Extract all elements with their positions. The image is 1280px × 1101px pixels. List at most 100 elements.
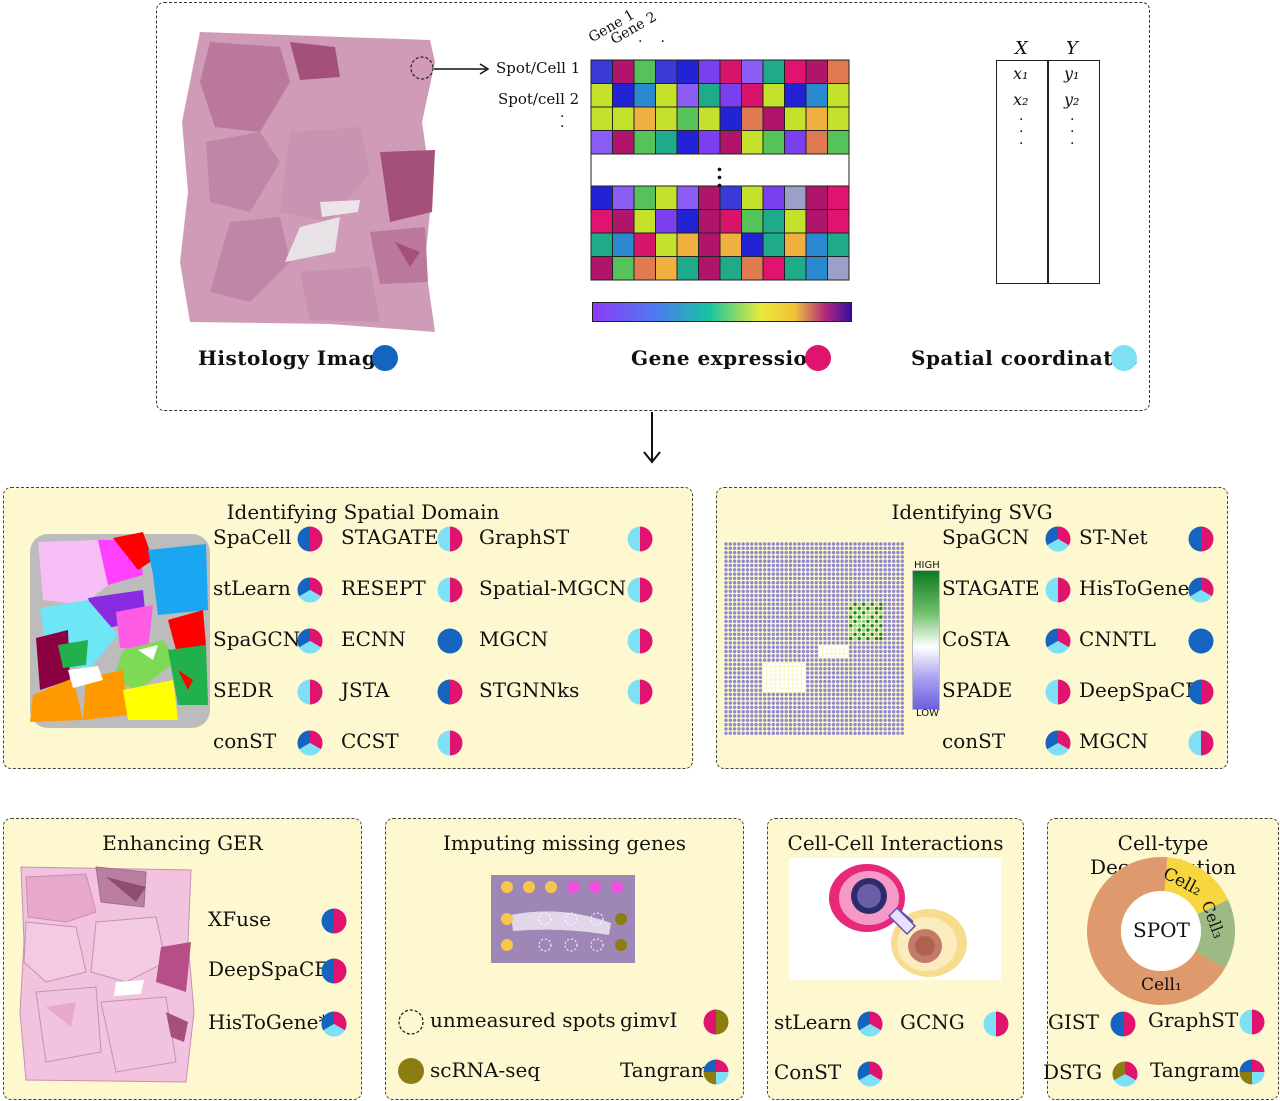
method-label-costa: CoSTA [942,627,1010,651]
spatial-gene-indicator-icon [437,577,463,603]
method-label-sedr: SEDR [213,678,273,702]
method-label-ecnn: ECNN [341,627,406,651]
spatial-gene-indicator-icon [627,526,653,552]
method-label-jsta: JSTA [341,678,390,702]
gene-expression-dot [805,345,831,371]
histology-gene-indicator-icon [1110,1011,1136,1037]
histology-gene-indicator-icon [1188,679,1214,705]
svg-high-label: HIGH [914,560,940,571]
histology-image-label: Histology Image [198,346,390,370]
method-label-histogene: HisToGene [1079,576,1190,600]
spot-label: SPOT [1133,918,1190,942]
method-label-stagate: STAGATE [341,525,439,549]
gene-scrna-indicator-icon [703,1009,729,1035]
down-arrow [643,412,661,464]
spatial-domain-map [30,532,210,728]
histology-indicator-icon [437,628,463,654]
method-label-dstg: DSTG [1043,1060,1103,1084]
coord-y-ellipsis: ... [1070,108,1075,148]
histology-spatial-gene-indicator-icon [1045,730,1071,756]
method-label-cnntl: CNNTL [1079,627,1156,651]
unmeasured-spot-icon [398,1009,424,1035]
svg-low-label: LOW [916,708,939,719]
method-label-spatial-mgcn: Spatial-MGCN [479,576,627,600]
coord-y1: y₁ [1064,64,1080,83]
histology-spatial-gene-indicator-icon [1045,526,1071,552]
spatial-gene-indicator-icon [627,577,653,603]
spatial-gene-indicator-icon [1045,679,1071,705]
method-label-gist: GIST [1048,1010,1099,1034]
spatial-coordinates-label: Spatial coordinates [911,346,1138,370]
impute-spots-image [491,875,635,963]
histology-tissue-image [180,32,435,332]
method-label-spacell: SpaCell [213,525,292,549]
method-label-graphst: GraphST [479,525,570,549]
method-label-const: ConST [774,1060,842,1084]
spatial-gene-indicator-icon [437,730,463,756]
method-label-spade: SPADE [942,678,1013,702]
gene-expression-label: Gene expression [631,346,823,370]
four-part-indicator-icon [703,1059,729,1085]
coord-x1: x₁ [1013,64,1029,83]
spot-arrow [434,63,490,75]
spatial-coordinates-dot [1111,345,1137,371]
svg-spot-map [724,542,904,735]
method-label-resept: RESEPT [341,576,426,600]
unmeasured-spots-label: unmeasured spots [430,1008,616,1032]
spatial-domain-title: Identifying Spatial Domain [226,500,500,524]
histology-spatial-gene-indicator-icon [1188,577,1214,603]
coord-y-header: Y [1066,38,1078,59]
spot-cell-2-label: Spot/cell 2 [498,90,580,108]
spatial-gene-indicator-icon [627,628,653,654]
matrix-gap-ellipsis: ... [716,152,723,192]
histology-indicator-icon [1188,628,1214,654]
method-label-spagcn: SpaGCN [942,525,1030,549]
histology-gene-indicator-icon [437,679,463,705]
histology-gene-indicator-icon [321,908,347,934]
row-ellipsis: .. [560,105,565,131]
histology-dot [372,345,398,371]
histology-spatial-gene-indicator-icon [1045,628,1071,654]
scrna-seq-label: scRNA-seq [430,1058,541,1082]
histology-spatial-gene-indicator-icon [321,1011,347,1037]
histology-spatial-gene-indicator-icon [297,628,323,654]
method-label-tangram: Tangram [1150,1058,1240,1082]
coordinates-table [996,60,1100,284]
method-label-spagcn: SpaGCN [213,627,301,651]
method-label-gcng: GCNG [900,1010,965,1034]
method-label-gimvi: gimvI [620,1008,678,1032]
coord-x2: x₂ [1013,90,1029,109]
histology-spatial-gene-indicator-icon [297,577,323,603]
svg-panel: Identifying SVG [716,487,1228,769]
coord-y2: y₂ [1064,90,1080,109]
expression-colorbar [592,302,852,322]
cell-interaction-image [789,858,1001,980]
histology-spatial-gene-indicator-icon [297,730,323,756]
svg-title: Identifying SVG [891,500,1053,524]
gene-expression-matrix [590,59,850,281]
cell1-label: Cell₁ [1141,975,1182,995]
method-label-tangram: Tangram [620,1058,710,1082]
method-label-mgcn: MGCN [479,627,549,651]
spatial-gene-indicator-icon [297,679,323,705]
method-label-xfuse: XFuse [208,907,272,931]
svg-colorbar [912,570,940,710]
method-label-histogene-: HisToGene* [208,1010,329,1034]
spatial-gene-indicator-icon [627,679,653,705]
method-label-ccst: CCST [341,729,399,753]
method-label-deepspace: DeepSpaCE [208,957,329,981]
method-label-mgcn: MGCN [1079,729,1149,753]
histology-spatial-gene-indicator-icon [857,1061,883,1087]
spatial-gene-indicator-icon [1045,577,1071,603]
ger-tissue-image [19,866,195,1083]
ger-title: Enhancing GER [102,831,263,855]
method-label-st-net: ST-Net [1079,525,1148,549]
spatial-gene-indicator-icon [1239,1009,1265,1035]
histology-spatial-gene-indicator-icon [857,1011,883,1037]
histology-gene-indicator-icon [1188,526,1214,552]
method-label-deepspace: DeepSpaCE [1079,678,1200,702]
spatial-gene-indicator-icon [983,1011,1009,1037]
input-data-box [156,2,1150,411]
cci-title: Cell-Cell Interactions [787,831,1004,855]
spot-deconvolution-donut [1087,857,1235,1005]
